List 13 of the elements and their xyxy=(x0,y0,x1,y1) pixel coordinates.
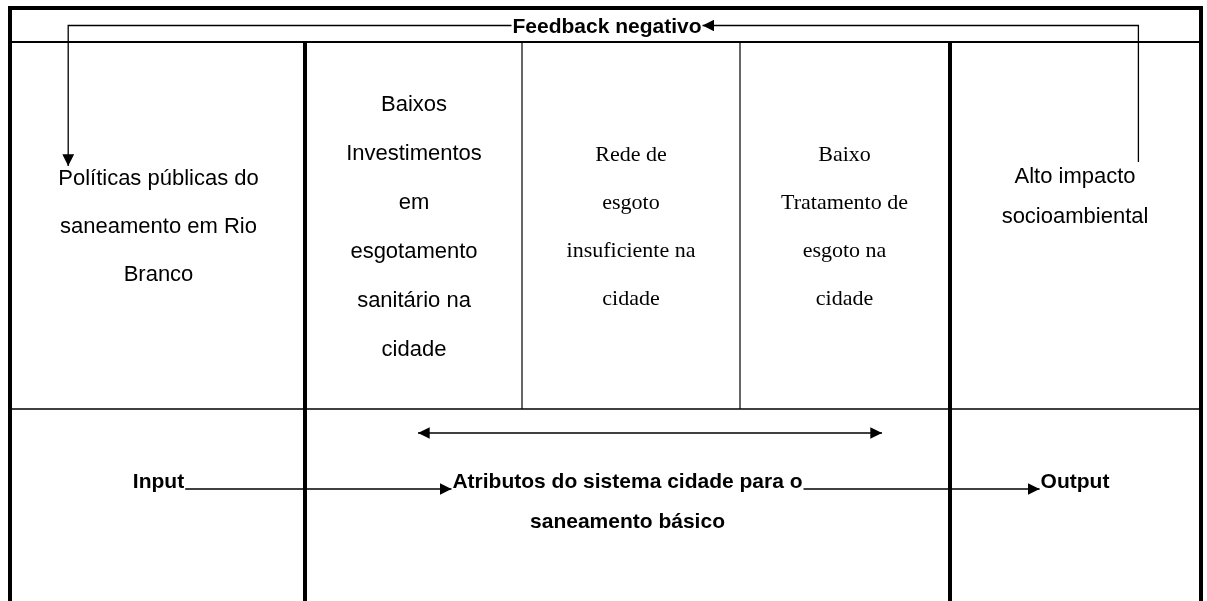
cell-text: Políticas públicas do saneamento em Rio Branco xyxy=(14,44,303,408)
row-label: Atributos do sistema cidade para o saneamento básico xyxy=(307,411,948,601)
cell-text: Alto impacto socioambiental xyxy=(952,44,1198,408)
cell-text: Baixo Tratamento de esgoto na cidade xyxy=(741,44,948,408)
row-label: Input xyxy=(14,411,303,601)
cell-text: Rede de esgoto insuficiente na cidade xyxy=(523,44,739,408)
arrow xyxy=(802,483,1041,495)
arrow xyxy=(62,24,513,167)
cell-text: Baixos Investimentos em esgotamento sanitário na cidade xyxy=(307,44,521,408)
band-heading: Feedback negativo xyxy=(14,10,1200,41)
arrow xyxy=(701,19,1140,163)
arrow xyxy=(184,483,453,495)
row-label: Output xyxy=(952,411,1198,601)
